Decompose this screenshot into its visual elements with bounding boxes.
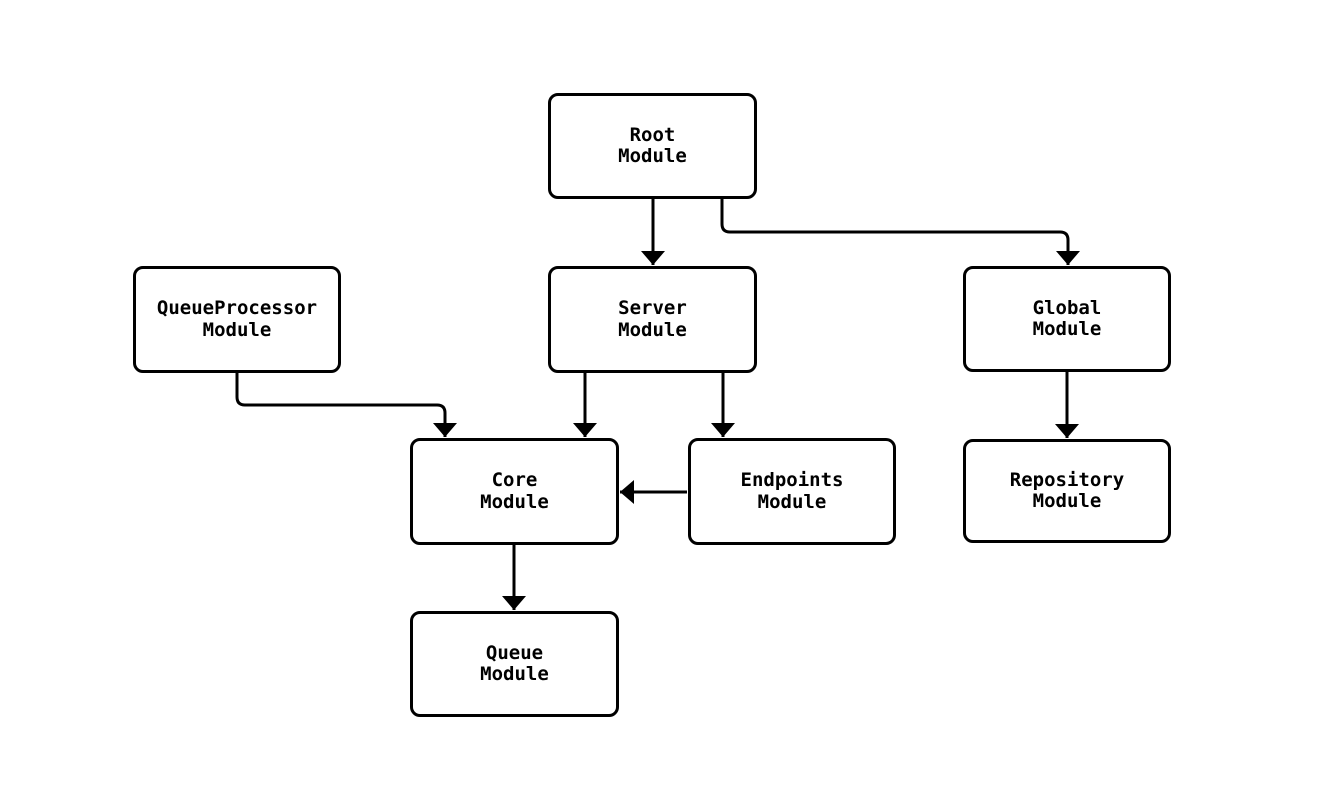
edge-root-to-global (720, 199, 1080, 265)
node-global-module: Global Module (963, 266, 1171, 372)
node-queue-module: Queue Module (410, 611, 619, 717)
node-server-module: Server Module (548, 266, 757, 373)
node-core-module: Core Module (410, 438, 619, 545)
node-endpoints-module: Endpoints Module (688, 438, 896, 545)
node-repository-module: Repository Module (963, 439, 1171, 543)
node-root-module: Root Module (548, 93, 757, 199)
edge-queueProcessor-to-core (235, 373, 457, 437)
node-queueProcessor-module: QueueProcessor Module (133, 266, 341, 373)
